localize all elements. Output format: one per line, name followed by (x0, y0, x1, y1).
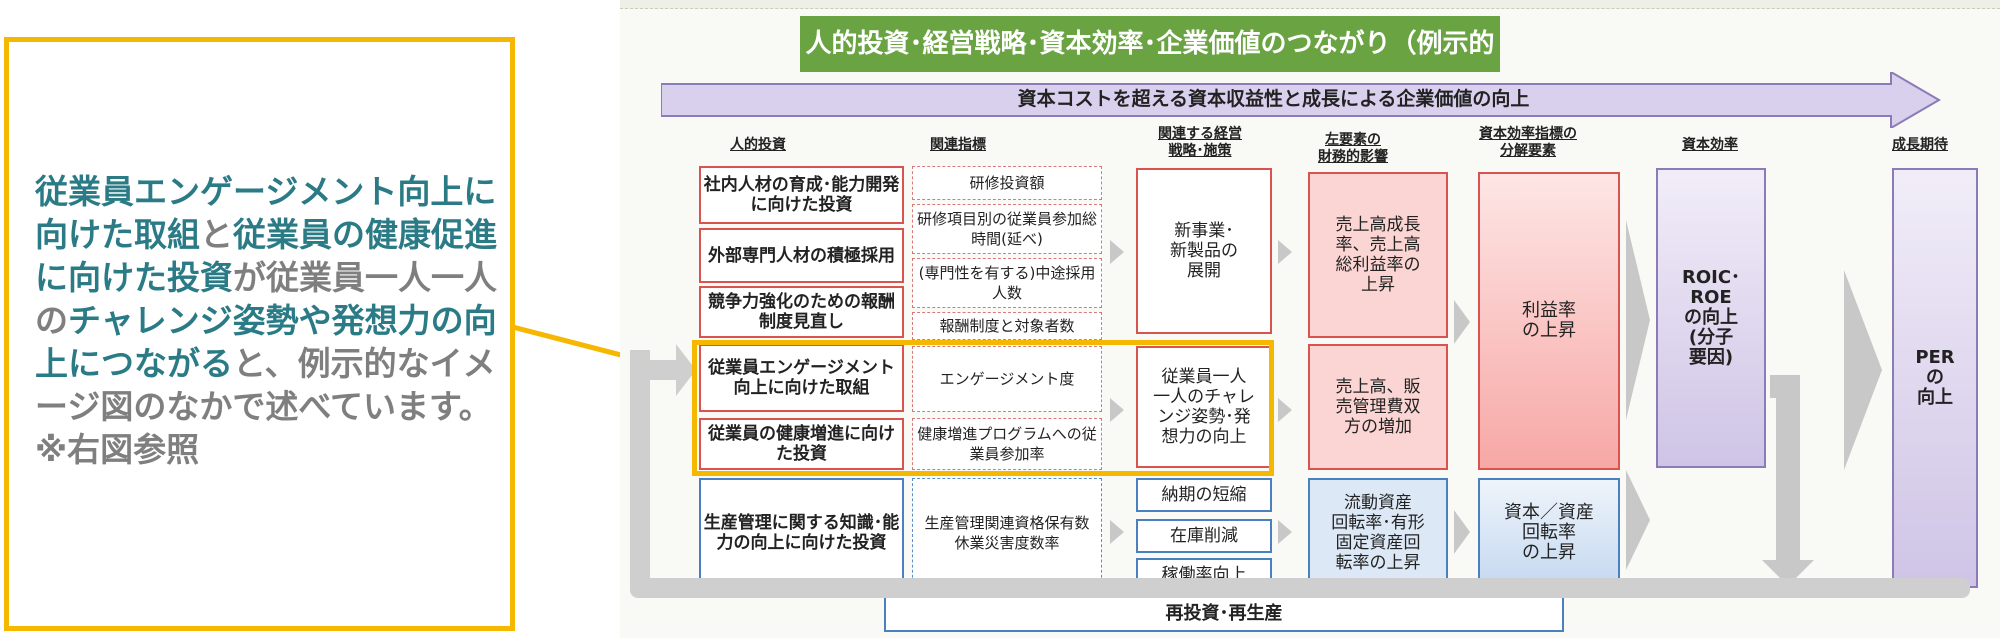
header-kanren: 関連指標 (930, 137, 986, 153)
header-senryaku: 関連する経営 戦略･施策 (1158, 126, 1242, 159)
callout-box: 従業員エンゲージメント向上に向けた取組と従業員の健康促進に向けた投資が従業員一人… (4, 37, 515, 631)
jinteki-box-5: 従業員の健康増進に向けた投資 (699, 418, 904, 470)
header-shihon: 資本効率 (1682, 137, 1738, 153)
senryaku-box-1: 新事業･ 新製品の 展開 (1136, 168, 1272, 334)
kanren-box-2: 研修項目別の従業員参加総時間(延べ) (912, 204, 1102, 254)
kanren-box-3: (専門性を有する)中途採用人数 (912, 258, 1102, 308)
reinvest-box: 再投資･再生産 (884, 596, 1564, 632)
jinteki-box-4: 従業員エンゲージメント向上に向けた取組 (699, 344, 904, 412)
highlight-frame (692, 340, 1274, 476)
diagram-panel: 人的投資･経営戦略･資本効率･企業価値のつながり（例示的なイメージ図） 資本コス… (620, 0, 2000, 638)
zaimu-box-1: 売上高成長 率、売上高 総利益率の 上昇 (1308, 172, 1448, 338)
senryaku-box-4: 在庫削減 (1136, 519, 1272, 553)
kanren-box-6: 健康増進プログラムへの従業員参加率 (912, 418, 1102, 470)
jinteki-box-6: 生産管理に関する知識･能力の向上に向けた投資 (699, 478, 904, 588)
header-bunkai: 資本効率指標の 分解要素 (1479, 126, 1577, 159)
shihon-box: ROIC･ ROE の向上 (分子 要因) (1656, 168, 1766, 468)
senryaku-box-3: 納期の短縮 (1136, 478, 1272, 512)
callout-seg-4: が従業員一人一人の (35, 258, 497, 340)
callout-seg-6: と、例示的なイメージ図のなかで述べています。 (35, 344, 496, 426)
header-zaimu: 左要素の 財務的影響 (1318, 132, 1388, 165)
jinteki-box-3: 競争力強化のための報酬制度見直し (699, 286, 904, 338)
callout-seg-3: 従業員の健康促進に向けた投資 (35, 215, 497, 297)
jinteki-box-1: 社内人材の育成･能力開発に向けた投資 (699, 166, 904, 224)
bunkai-box-1: 利益率 の上昇 (1478, 172, 1620, 470)
top-rule (620, 0, 2000, 9)
kanren-box-1: 研修投資額 (912, 166, 1102, 200)
header-jinteki: 人的投資 (730, 137, 786, 153)
value-arrow (661, 72, 1941, 128)
value-arrow-label: 資本コストを超える資本収益性と成長による企業価値の向上 (1017, 88, 1530, 110)
flow-arrows (630, 220, 1970, 598)
callout-seg-2: と (200, 215, 233, 254)
kanren-box-7: 生産管理関連資格保有数 休業災害度数率 (912, 478, 1102, 588)
senryaku-box-2: 従業員一人 一人のチャレ ンジ姿勢･発 想力の向上 (1136, 346, 1272, 468)
callout-note: ※右図参照 (35, 430, 200, 469)
jinteki-box-2: 外部専門人材の積極採用 (699, 228, 904, 283)
callout-seg-1: 従業員エンゲージメント向上に向けた取組 (35, 172, 497, 254)
kanren-box-5: エンゲージメント度 (912, 346, 1102, 412)
bunkai-box-2: 資本／資産 回転率 の上昇 (1478, 478, 1620, 588)
kanren-box-4: 報酬制度と対象者数 (912, 312, 1102, 340)
zaimu-box-3: 流動資産 回転率･有形 固定資産回 転率の上昇 (1308, 478, 1448, 588)
callout-seg-5: チャレンジ姿勢や発想力の向上につながる (35, 301, 497, 383)
chevron-arrow-icon (1110, 240, 1124, 264)
callout-text: 従業員エンゲージメント向上に向けた取組と従業員の健康促進に向けた投資が従業員一人… (35, 170, 515, 471)
zaimu-box-2: 売上高、販 売管理費双 方の増加 (1308, 344, 1448, 470)
header-seicho: 成長期待 (1892, 137, 1948, 153)
seicho-box: PER の 向上 (1892, 168, 1978, 588)
